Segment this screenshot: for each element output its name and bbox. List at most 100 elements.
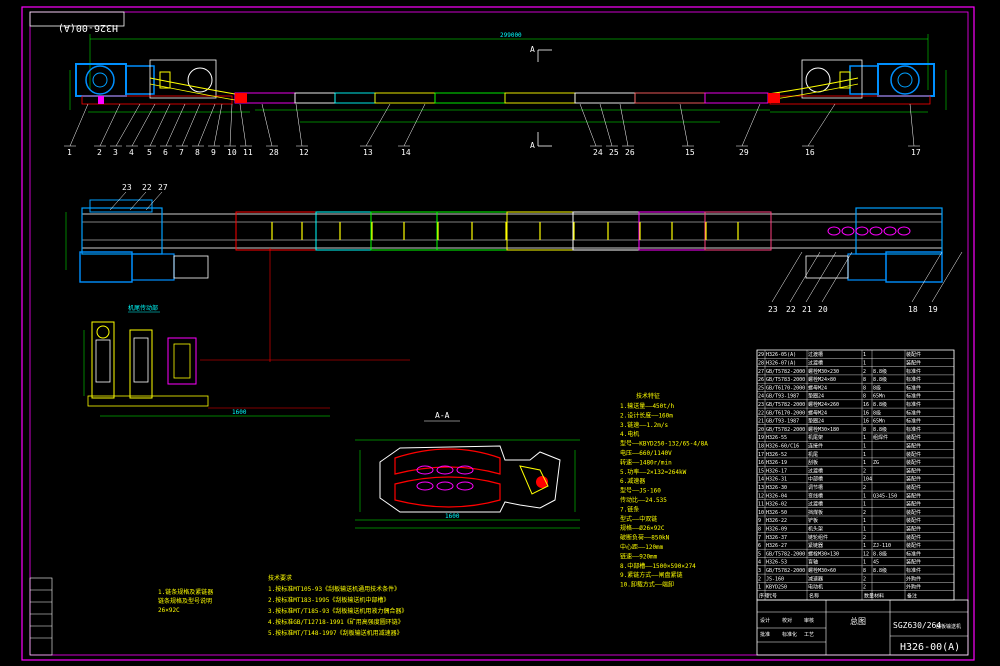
note-row: 1.按标准MT105-93《刮板输送机通用技术条件》 [268, 585, 400, 593]
bom-cell: 机头架 [808, 526, 823, 533]
bom-cell: H326-07(A) [766, 361, 796, 367]
bom-cell: 机尾架 [808, 434, 823, 441]
bom-cell: GB/T93-1987 [766, 394, 799, 400]
pan-cross-section [379, 445, 561, 513]
bom-cell: 12 [863, 551, 869, 557]
bom-cell: 8.8级 [873, 426, 887, 433]
tech-spec-row: 中心距——120mm [620, 543, 664, 551]
signature-label: 校对 [782, 617, 792, 624]
bom-cell: 标准件 [906, 409, 921, 416]
bom-cell: 23 [758, 402, 764, 408]
plan-head-motor [79, 251, 133, 283]
tech-spec-row: 10.卸载方式——端卸 [620, 581, 674, 589]
side-view: 机尾传动部 1600 [83, 304, 410, 417]
bom-cell: 2 [863, 535, 866, 541]
outer-border [21, 6, 975, 661]
tech-spec-row: 4.电机 [620, 430, 639, 438]
bom-cell: 13 [758, 485, 764, 491]
callout-number: 5 [147, 148, 152, 157]
bom-cell: JS-160 [766, 576, 784, 582]
elevation-middle-pans [234, 92, 780, 104]
bom-cell: 3 [758, 568, 761, 574]
tech-spec-row: 6.减速器 [620, 477, 645, 485]
plan-tail-motor [885, 251, 943, 283]
bom-cell: H326-09 [766, 527, 787, 533]
bom-cell: 紧链器 [808, 542, 823, 549]
bom-cell: 1 [758, 585, 761, 591]
bom-cell: 8.8级 [873, 376, 887, 383]
signature-label: 设计 [760, 617, 770, 624]
head-frame [149, 59, 217, 99]
tech-spec-row: 2.设计长度——160m [620, 411, 673, 419]
plan-callout-number: 23 [768, 305, 778, 314]
bom-cell: 8 [863, 394, 866, 400]
plan-pan-segments [235, 211, 772, 251]
bom-cell: 17 [758, 452, 764, 458]
bom-cell: 14 [758, 477, 764, 483]
callout-number: 1 [67, 148, 72, 157]
bom-cell: 螺栓M24×260 [808, 401, 839, 408]
bom-cell: 1 [863, 493, 866, 499]
bom-cell: 1 [863, 527, 866, 533]
callout-number: 3 [113, 148, 118, 157]
head-sprocket [187, 67, 213, 93]
code-box-top: H326-00(A) [29, 11, 125, 33]
bom-cell: H326-60/C16 [766, 444, 799, 450]
note-row: 4.按标准GB/T12718-1991《矿用高强度圆环链》 [268, 618, 404, 626]
left-note-row: 1.链条规格及紧链器 [158, 588, 213, 596]
bom-cell: 装配件 [906, 476, 921, 483]
tech-spec-row: 传动比——24.535 [620, 496, 667, 504]
callout-number: 29 [739, 148, 749, 157]
model-number: SGZ630/264 [893, 621, 941, 630]
bom-cell: 16 [863, 402, 869, 408]
side-dim-bottom: 1600 [232, 409, 247, 416]
bom-header-cell: 材料 [874, 593, 884, 600]
bom-cell: 刮板 [808, 459, 818, 466]
plan-callout-number: 20 [818, 305, 828, 314]
bom-cell: KBYD250 [766, 585, 787, 591]
head-motor [75, 63, 127, 97]
bom-cell: 装配件 [906, 492, 921, 499]
bom-cell: 装配件 [906, 467, 921, 474]
bom-cell: GB/T5782-2000 [766, 427, 805, 433]
bom-cell: H326-17 [766, 468, 787, 474]
bom-cell: 1 [863, 560, 866, 566]
bom-cell: 标准件 [906, 550, 921, 557]
drawing-code-top: H326-00(A) [58, 22, 118, 33]
bom-cell: H326-02 [766, 502, 787, 508]
signature-label: 工艺 [804, 632, 814, 638]
bom-cell: 2 [863, 468, 866, 474]
bom-cell: 65Mn [873, 419, 885, 425]
bom-cell: 8 [863, 385, 866, 391]
bom-cell: 盲轴 [808, 559, 818, 566]
bom-header-cell: 代号 [767, 593, 777, 600]
section-aa-title: A-A [435, 411, 450, 420]
bom-cell: 装配件 [906, 351, 921, 358]
tech-specs-block: 技术特征 1.输送量——450t/h2.设计长度——160m3.链速——1.2m… [620, 392, 708, 589]
model-suffix: 刮板输送机 [936, 623, 961, 630]
bom-cell: 1 [863, 435, 866, 441]
bom-cell: 7 [758, 535, 761, 541]
callout-number: 14 [401, 148, 411, 157]
bom-cell: 垫圈24 [808, 393, 824, 400]
bom-cell: 2 [863, 369, 866, 375]
right-ramp-trough [767, 77, 859, 95]
bom-cell: 垫圈24 [808, 418, 824, 425]
bom-cell: 8级 [873, 384, 881, 391]
bom-cell: GB/T5783-2000 [766, 377, 805, 383]
bom-cell: 装配件 [906, 360, 921, 367]
callout-number: 6 [163, 148, 168, 157]
bom-cell: H326-19 [766, 460, 787, 466]
bom-cell: 8 [758, 527, 761, 533]
bom-cell: 2 [758, 576, 761, 582]
callout-number: 28 [269, 148, 279, 157]
bom-cell: 1 [863, 543, 866, 549]
title-center: 总图 [850, 616, 866, 626]
tech-spec-row: 8.中部槽——1500×590×274 [620, 562, 696, 570]
tech-spec-row: 破断负荷——850kN [620, 534, 670, 542]
bom-cell: GB/T6170-2000 [766, 385, 805, 391]
bom-header-cell: 序号 [759, 593, 769, 600]
bom-cell: 铲板 [808, 517, 818, 524]
